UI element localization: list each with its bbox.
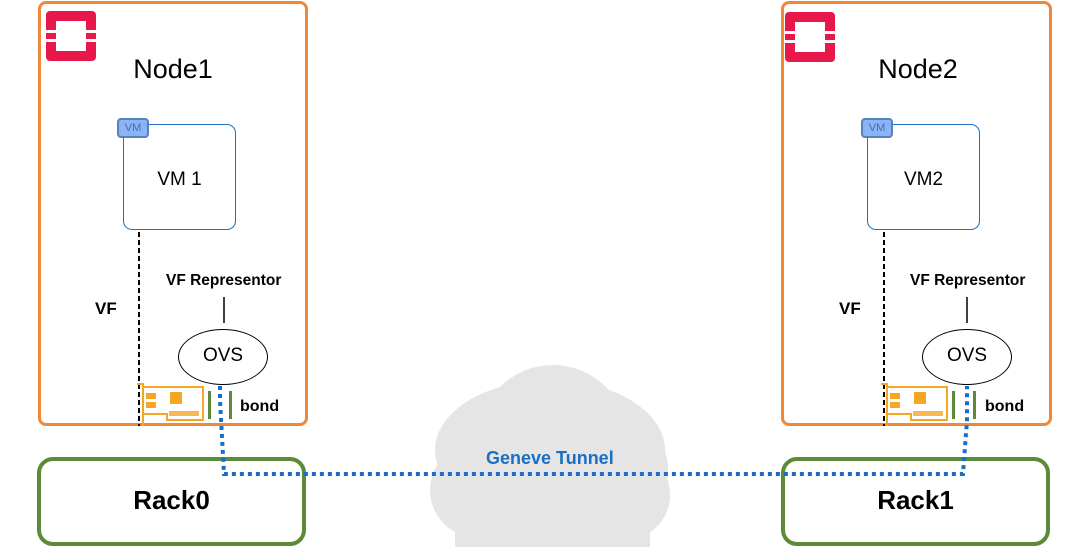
rack0-label: Rack0: [133, 485, 210, 515]
vm2-box[interactable]: VM2: [867, 124, 980, 230]
openstack-logo-icon: [46, 11, 96, 61]
node1-ovs[interactable]: OVS: [178, 329, 268, 385]
node2-bond-label: bond: [985, 398, 1025, 415]
vm2-label: VM2: [903, 169, 944, 190]
vm1-box[interactable]: VM 1: [123, 124, 236, 230]
vm2-badge-icon: VM: [861, 118, 893, 138]
node2-vf-representor-label: VF Representor: [910, 272, 1026, 289]
geneve-tunnel-label: Geneve Tunnel: [486, 448, 614, 468]
openstack-logo-icon: [785, 12, 835, 62]
rack0-box[interactable]: Rack0: [37, 457, 306, 546]
node2-ovs[interactable]: OVS: [922, 329, 1012, 385]
vm1-badge-icon: VM: [117, 118, 149, 138]
rack1-label: Rack1: [877, 485, 954, 515]
node1-title: Node1: [133, 54, 213, 84]
vm1-label: VM 1: [157, 169, 202, 190]
rack1-box[interactable]: Rack1: [781, 457, 1050, 546]
node1-bond-label: bond: [240, 398, 280, 415]
node1-vf-label: VF: [95, 299, 117, 318]
node2-title: Node2: [878, 54, 958, 84]
node1-vf-representor-label: VF Representor: [166, 272, 282, 289]
node2-vf-label: VF: [839, 299, 861, 318]
